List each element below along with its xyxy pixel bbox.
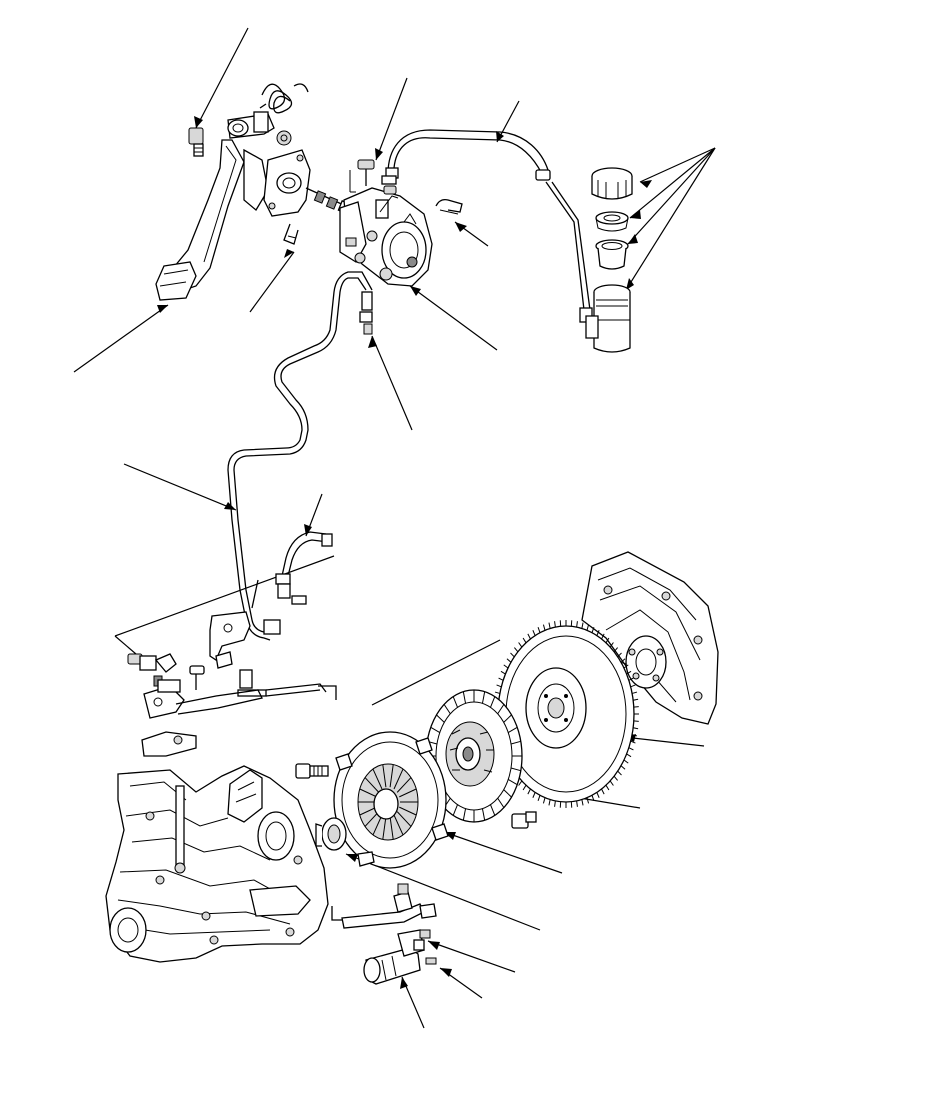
callout-arrowheads xyxy=(157,116,652,989)
release-fork xyxy=(341,883,437,929)
transmission-housing xyxy=(105,765,329,963)
reservoir-tank xyxy=(585,284,631,353)
callout-leader-clip xyxy=(249,251,295,313)
callout-leader-group-b xyxy=(114,635,137,655)
reservoir-strainer xyxy=(595,211,629,232)
pressure-plate xyxy=(333,731,449,869)
callout-leader-pedal xyxy=(73,304,169,373)
pedal-pad xyxy=(155,261,197,301)
clip xyxy=(283,223,299,245)
reservoir-cap xyxy=(591,167,633,200)
callout-leader-strainer xyxy=(629,147,716,219)
master-cylinder xyxy=(339,185,433,287)
callout-leader-clutch-line xyxy=(123,463,237,511)
callout-leader-pressure-plate xyxy=(443,831,563,874)
pressure-plate-bolt xyxy=(295,763,329,779)
callout-leader-master-cylinder xyxy=(409,285,498,351)
flywheel-bolt xyxy=(511,811,537,829)
mount-bracket xyxy=(141,679,263,757)
callout-leader-pushrod xyxy=(375,77,408,161)
bleeder-group xyxy=(127,653,327,697)
callout-leader-tank xyxy=(625,147,716,291)
pedal-switch xyxy=(188,127,204,157)
bracket-clip xyxy=(435,198,463,215)
master-cylinder-bolt xyxy=(345,159,375,247)
release-bearing xyxy=(315,817,347,851)
pedal-bracket xyxy=(227,111,292,146)
reservoir-seal xyxy=(595,239,629,270)
flywheel xyxy=(493,620,639,808)
callout-leader-assembly xyxy=(371,639,501,706)
pushrod-plate xyxy=(263,149,311,217)
engine-block xyxy=(581,551,719,725)
slave-cylinder xyxy=(363,929,437,985)
callout-leader-pedal-switch xyxy=(195,27,249,129)
clutch-pedal xyxy=(169,139,269,293)
callout-leader-bleeder xyxy=(427,940,516,973)
pedal-spring xyxy=(259,83,309,114)
reservoir-hose xyxy=(381,129,593,323)
callout-leader-group-a xyxy=(114,555,335,637)
callout-leader-cap xyxy=(639,147,716,183)
hose-bracket xyxy=(209,611,251,669)
callout-leader-seal xyxy=(627,147,716,245)
clutch-line xyxy=(227,271,373,641)
clutch-hose xyxy=(251,531,333,635)
callout-leader-flywheel xyxy=(623,736,705,747)
callout-leader-line-nut xyxy=(371,335,413,431)
clutch-disc xyxy=(425,689,523,823)
